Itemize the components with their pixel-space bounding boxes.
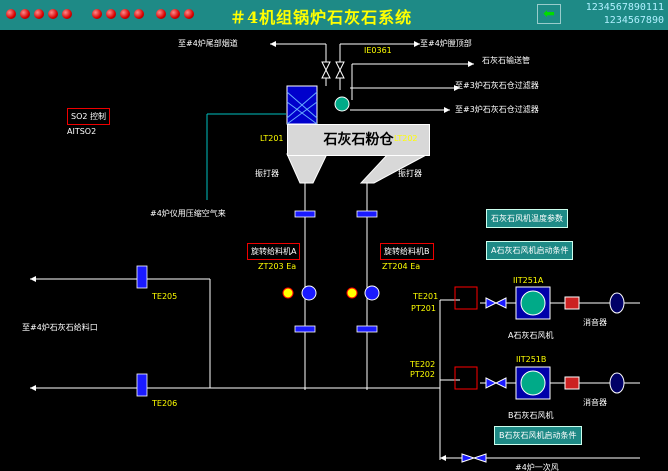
label-pt201: PT201 — [411, 304, 436, 313]
rotary-feeder-b-box[interactable]: 旋转给料机B — [380, 243, 434, 260]
label-limestone-conveyor: 石灰石输送管 — [482, 56, 530, 65]
alarm-led-icon[interactable] — [48, 9, 58, 19]
label-silencer-b: 消音器 — [583, 398, 607, 407]
fan-b-interlock-button[interactable]: B石灰石风机启动条件 — [494, 426, 582, 445]
alarm-led-icon[interactable] — [92, 9, 102, 19]
label-zt203: ZT203 Ea — [258, 262, 296, 271]
label-aitso2: AITSO2 — [67, 127, 97, 136]
label-to-boiler4-tail: 至#4炉尾部烟道 — [178, 39, 238, 48]
label-fan-b: B石灰石风机 — [508, 411, 554, 420]
label-te206: TE206 — [152, 399, 178, 408]
limestone-silo[interactable]: 石灰石粉仓 — [287, 124, 430, 156]
label-to-feed-port: 至#4炉石灰石给料口 — [22, 323, 98, 332]
back-button[interactable]: ⬅ — [537, 4, 561, 24]
label-instrument-air: #4炉仪用压缩空气来 — [150, 209, 226, 218]
rotary-feeder-a-box[interactable]: 旋转给料机A — [247, 243, 301, 260]
page-title: ＃4机组锅炉石灰石系统 — [230, 8, 413, 27]
label-to-boiler4-top: 至#4炉膛顶部 — [420, 39, 472, 48]
alarm-led-icon[interactable] — [6, 9, 16, 19]
alarm-led-icon[interactable] — [170, 9, 180, 19]
label-lt202: LT202 — [394, 134, 418, 143]
alarm-led-icon[interactable] — [184, 9, 194, 19]
label-lt201: LT201 — [260, 134, 284, 143]
so2-control-box[interactable]: SO2 控制 — [67, 108, 111, 125]
alarm-led-icon[interactable] — [34, 9, 44, 19]
label-iit251a: IIT251A — [513, 276, 544, 285]
green-left-arrow-icon: ⬅ — [543, 6, 555, 22]
label-pt202: PT202 — [410, 370, 435, 379]
code-readout-1: 1234567890111 — [585, 2, 664, 13]
label-te201: TE201 — [413, 292, 439, 301]
label-vibrator-left: 振打器 — [255, 169, 279, 178]
label-zt204: ZT204 Ea — [382, 262, 420, 271]
fan-temp-params-button[interactable]: 石灰石风机温度参数 — [486, 209, 568, 228]
alarm-led-icon[interactable] — [20, 9, 30, 19]
fan-a-interlock-button[interactable]: A石灰石风机启动条件 — [486, 241, 574, 260]
label-te202: TE202 — [410, 360, 436, 369]
label-iit251b: IIT251B — [516, 355, 547, 364]
alarm-led-icon[interactable] — [134, 9, 144, 19]
alarm-led-icon[interactable] — [120, 9, 130, 19]
zt203-text: ZT203 — [258, 262, 284, 271]
label-to-b3-filter-b: 至#3炉石灰石仓过滤器 — [455, 105, 539, 114]
alarm-led-icon[interactable] — [156, 9, 166, 19]
zt204-text: ZT204 — [382, 262, 408, 271]
label-te205: TE205 — [152, 292, 178, 301]
label-vibrator-right: 振打器 — [398, 169, 422, 178]
label-ie0361: IE0361 — [364, 46, 392, 55]
alarm-led-icon[interactable] — [106, 9, 116, 19]
label-bottom-air: #4炉一次风 — [515, 463, 559, 471]
zt204-tag: Ea — [410, 262, 421, 271]
zt203-tag: Ea — [286, 262, 297, 271]
label-fan-a: A石灰石风机 — [508, 331, 554, 340]
alarm-led-icon[interactable] — [62, 9, 72, 19]
code-readout-2: 1234567890 — [603, 15, 664, 26]
label-to-b3-filter-a: 至#3炉石灰石仓过滤器 — [455, 81, 539, 90]
label-silencer-a: 消音器 — [583, 318, 607, 327]
